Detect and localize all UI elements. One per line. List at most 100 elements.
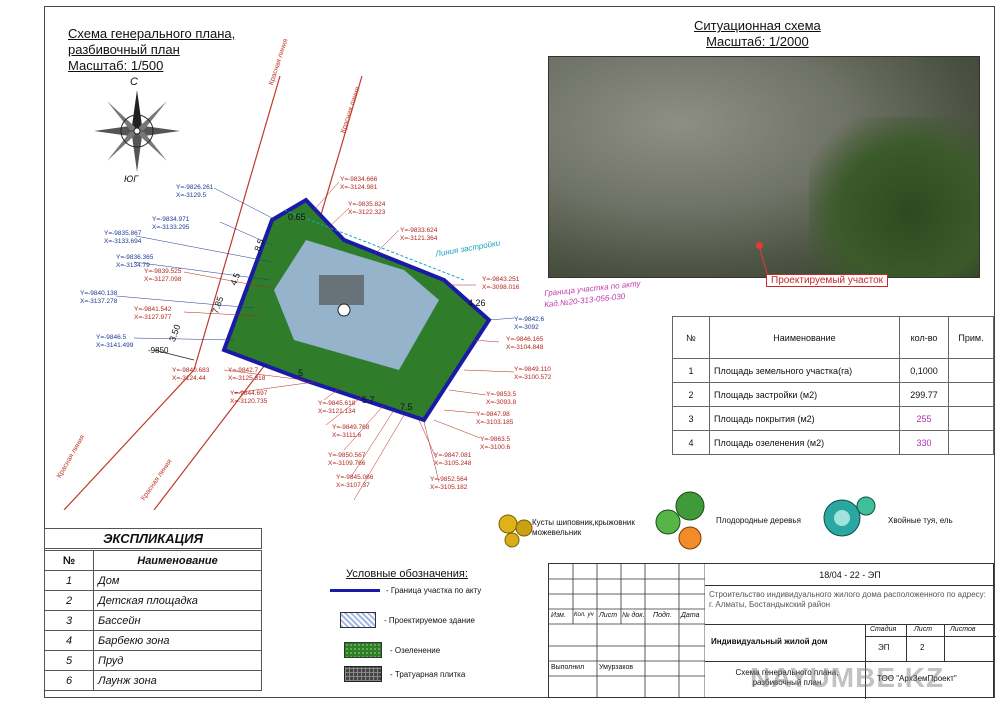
table-row: 3 Площадь покрытия (м2) 255 — [672, 406, 994, 431]
drawing-frame — [44, 6, 995, 698]
stamp-header-date: Дата — [681, 612, 700, 619]
stamp-performer-name: Умурзаков — [599, 664, 634, 671]
summary-header-name: Наименование — [709, 316, 900, 359]
table-row: 1 Площадь земельного участка(га) 0,1000 — [672, 358, 994, 383]
building-swatch — [340, 612, 376, 628]
plan-scale: Масштаб: 1/500 — [68, 58, 164, 73]
stamp-divider — [906, 625, 907, 662]
stamp-header-list: Лист — [599, 612, 618, 619]
stamp-stage-header: Стадия — [870, 626, 897, 633]
stamp-divider — [865, 662, 866, 699]
situation-title-text: Ситуационная схема — [694, 18, 821, 33]
fruit-tree-legend-label: Плодородные деревья — [716, 516, 801, 525]
plan-title-line1: Схема генерального плана, — [68, 26, 236, 41]
legend-greening: - Озеленение — [344, 642, 440, 658]
level-mark: -9850 — [148, 346, 169, 355]
stamp-stage-block: Стадия Лист Листов ЭП 2 — [865, 625, 996, 662]
stamp-company: ТОО "АрхЗемПроект" — [877, 674, 957, 683]
stamp-code: 18/04 - 22 - ЭП — [705, 564, 995, 586]
dimension-label: 7.5 — [400, 402, 413, 412]
dimension-label: 0.65 — [288, 212, 306, 222]
legend-paving: - Тратуарная плитка — [344, 666, 465, 682]
conifer-icon — [823, 496, 876, 537]
summary-header-qty: кол-во — [899, 316, 949, 359]
table-row: 4 Площадь озеленения (м2) 330 — [672, 430, 994, 455]
summary-header-n: № — [672, 316, 710, 359]
explication-header-row: № Наименование — [44, 550, 262, 571]
stamp-header-doc: № док. — [622, 612, 645, 619]
stamp-sheet-header: Лист — [914, 626, 933, 633]
plan-title-line2: разбивочный план — [68, 42, 180, 57]
summary-table: № Наименование кол-во Прим. 1 Площадь зе… — [672, 316, 994, 455]
compass-south-label: ЮГ — [124, 174, 139, 184]
dimension-label: 5 — [298, 368, 304, 378]
mountain-area — [809, 117, 979, 277]
summary-header-note: Прим. — [948, 316, 994, 359]
red-line-right-bottom — [153, 339, 285, 510]
explication-title: ЭКСПЛИКАЦИЯ — [44, 528, 262, 549]
stamp-drawing-row: Схема генерального плана, разбивочный пл… — [705, 661, 995, 699]
plan-title: Схема генерального плана, разбивочный пл… — [68, 26, 235, 74]
dimension-label: 5.7 — [362, 395, 375, 405]
red-line-left-bottom — [63, 369, 195, 510]
title-block: Изм. Кол. уч Лист № док. Подп. Дата Выпо… — [548, 563, 996, 699]
legend-boundary: - Граница участка по акту — [330, 586, 481, 595]
compass-north-label: С — [130, 76, 138, 88]
stamp-header-kol: Кол. уч — [574, 612, 594, 618]
site-marker-icon — [756, 242, 763, 249]
red-line-left-top — [193, 75, 281, 371]
build-line — [283, 209, 465, 281]
site-label: Проектируемый участок — [766, 274, 889, 287]
explication-header-n: № — [44, 550, 94, 571]
stamp-drawing: Схема генерального плана, разбивочный пл… — [735, 668, 839, 687]
table-row: 2 Площадь застройки (м2) 299.77 — [672, 382, 994, 407]
stamp-header-izm: Изм. — [551, 612, 566, 619]
situation-scale: Масштаб: 1/2000 — [706, 34, 809, 49]
stamp-object-row: Индивидуальный жилой дом Стадия Лист Лис… — [705, 624, 996, 662]
shrub-legend-label: Кусты шиповник,крыжовник можевельник — [532, 518, 635, 537]
compass-rose: С ЮГ — [92, 76, 182, 186]
stamp-object: Индивидуальный жилой дом — [711, 637, 828, 646]
stamp-stage-header-row — [866, 625, 996, 637]
stamp-sheets-header: Листов — [950, 626, 976, 633]
fruit-tree-icon — [655, 491, 705, 550]
compass-icon — [94, 90, 180, 172]
legend-building: - Проектируемое здание — [340, 612, 475, 628]
stamp-project: Строительство индивидуального жилого дом… — [709, 590, 986, 609]
level-line — [153, 349, 195, 361]
stamp-sheet: 2 — [920, 643, 925, 652]
paving-swatch — [344, 666, 382, 682]
stamp-grid — [549, 564, 705, 698]
site-plan — [63, 75, 515, 510]
